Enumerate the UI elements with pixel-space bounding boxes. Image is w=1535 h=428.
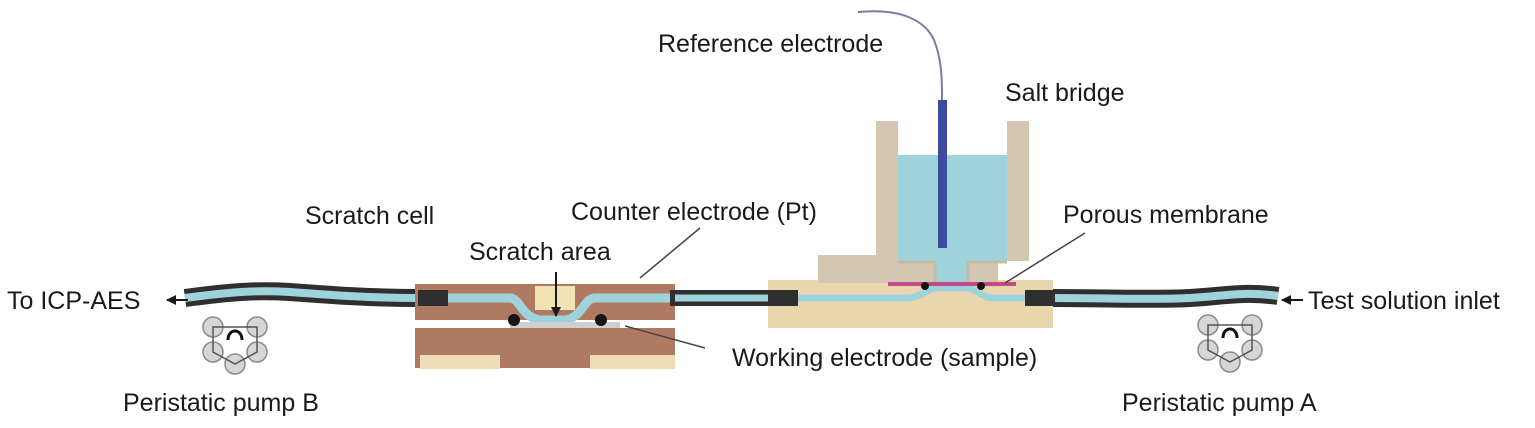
rotation-arrow-icon	[226, 329, 244, 341]
label-working-electrode: Working electrode (sample)	[732, 344, 1038, 372]
o-ring-right	[595, 314, 607, 326]
working-electrode-leader	[624, 325, 706, 349]
outlet-tube	[183, 282, 419, 307]
label-test-solution-inlet: Test solution inlet	[1308, 287, 1500, 315]
label-reference-electrode: Reference electrode	[658, 30, 884, 58]
label-counter-electrode: Counter electrode (Pt)	[571, 198, 817, 226]
label-to-icp-aes: To ICP-AES	[7, 287, 141, 315]
scratch-cell	[415, 284, 700, 369]
porous-membrane	[888, 282, 1016, 286]
rotation-arrow-icon	[1221, 327, 1239, 339]
o-ring-left	[508, 314, 520, 326]
label-porous-membrane: Porous membrane	[1063, 201, 1269, 229]
label-salt-bridge: Salt bridge	[1005, 79, 1125, 107]
label-scratch-area: Scratch area	[469, 238, 611, 266]
counter-electrode-leader	[639, 227, 701, 279]
peristaltic-pump-b	[202, 316, 268, 375]
inlet-tube	[1051, 284, 1280, 308]
label-pump-b: Peristatic pump B	[123, 389, 319, 417]
reference-electrode	[857, 10, 947, 248]
label-pump-a: Peristatic pump A	[1122, 389, 1317, 417]
salt-bridge-assembly	[768, 121, 1055, 328]
peristaltic-pump-a	[1197, 314, 1263, 373]
porous-membrane-leader	[1004, 232, 1086, 284]
label-scratch-cell: Scratch cell	[305, 202, 435, 230]
